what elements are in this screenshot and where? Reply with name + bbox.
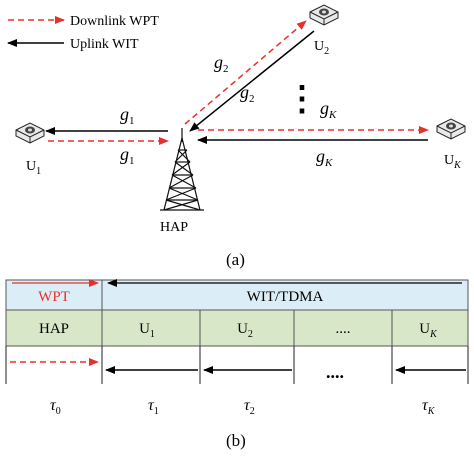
duration-tau2: τ2: [244, 397, 255, 417]
uplink-arrow-u2: [189, 30, 315, 132]
legend-downlink-label: Downlink WPT: [70, 14, 159, 29]
slot-hap: [5, 309, 103, 347]
channel-label-gk-upper: gK: [320, 98, 337, 121]
duration-tau0: τ0: [50, 397, 61, 417]
wit-tdma-cell: [101, 279, 469, 311]
user-device-k-icon: [436, 118, 466, 140]
part-a: HAP U1 U2 UK g1: [15, 4, 466, 269]
slot-u2: [199, 309, 295, 347]
channel-label-g2-upper: g2: [214, 52, 229, 75]
channel-label-g1-upper: g1: [120, 104, 135, 127]
timing-ellipsis: ....: [326, 362, 344, 382]
legend-uplink-label: Uplink WIT: [70, 37, 139, 52]
slot-uk-label: UK: [419, 321, 438, 340]
caption-a: (a): [226, 250, 245, 269]
slot-ellipsis: [293, 309, 393, 347]
slot-ellipsis-label: ....: [336, 321, 351, 337]
slot-hap-label: HAP: [39, 321, 69, 337]
user-device-2-icon: [309, 4, 339, 26]
user-2-label: U2: [314, 39, 329, 57]
user-k-label: UK: [444, 153, 462, 171]
channel-label-g1-lower: g1: [120, 144, 135, 167]
hap-tower-icon: [160, 128, 204, 211]
slot-u1: [101, 309, 201, 347]
part-b: WPT WIT/TDMA HAP U1 U2 .... UK ....: [5, 279, 469, 450]
duration-tauk: τK: [422, 397, 436, 417]
wit-tdma-cell-label: WIT/TDMA: [247, 289, 324, 305]
user-1-label: U1: [26, 159, 41, 177]
wpt-cell-label: WPT: [38, 289, 70, 305]
channel-label-gk-lower: gK: [316, 146, 333, 169]
slot-uk: [391, 309, 469, 347]
legend: Downlink WPT Uplink WIT: [7, 14, 159, 52]
vertical-ellipsis: ⋮: [285, 81, 319, 118]
slot-u2-label: U2: [237, 321, 253, 340]
downlink-arrow-u2: [184, 20, 307, 125]
user-device-1-icon: [15, 122, 45, 144]
slot-boundaries: [5, 346, 469, 384]
slot-u1-label: U1: [139, 321, 155, 340]
duration-tau1: τ1: [148, 397, 159, 417]
caption-b: (b): [226, 431, 246, 450]
channel-label-g2-lower: g2: [240, 82, 255, 105]
hap-label: HAP: [160, 220, 188, 235]
